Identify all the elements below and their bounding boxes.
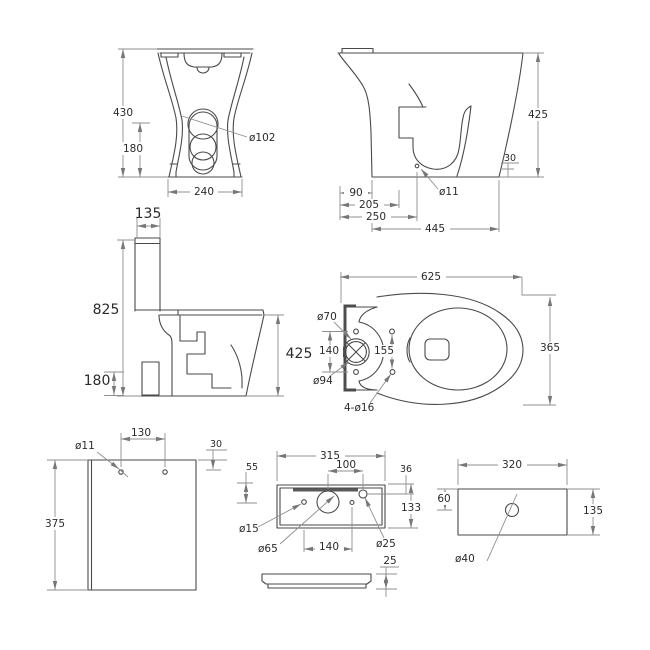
dim-wc-plan-flush-hole: ø70 [317,311,337,323]
dim-wc-plan-bolt-spacing: 140 [319,345,339,357]
dim-cistern-plan-hole15: ø15 [239,523,259,535]
wc-plan-view: 625 365 140 155 ø70 ø94 4-ø16 [313,271,565,414]
dim-cistern-plan-flush-valve: ø65 [258,543,278,555]
dim-cistern-plan-right-offset: 36 [400,464,412,475]
dim-cistern-plan-width: 315 [320,450,340,462]
dim-pan-front-trap-height: 180 [123,143,143,155]
dim-wc-side-cistern-depth: 135 [135,206,162,222]
dim-wc-plan-length: 625 [421,271,441,283]
dim-pan-side-depth: 445 [425,223,445,235]
dim-pan-front-height: 430 [113,107,133,119]
dim-lid-plan-button-offset: 60 [437,493,450,505]
pan-front-view: 430 180 240 ø102 [109,48,275,198]
dim-cistern-front-hole-spacing: 130 [131,427,151,439]
dim-cistern-front-height: 375 [45,518,65,530]
dim-lid-plan-depth: 135 [583,505,603,517]
dim-wc-side-total-height: 825 [93,302,120,318]
dim-pan-side-205: 205 [359,199,379,211]
dim-lid-plan-width: 320 [502,459,522,471]
lid-plan-view: ø40 320 60 135 [431,459,607,565]
dim-pan-front-base-width: 240 [194,186,214,198]
dim-cistern-plan-depth: 133 [401,502,421,514]
wc-side-view: 135 825 180 425 [84,206,313,397]
dim-pan-side-90: 90 [349,187,362,199]
dim-pan-side-height: 425 [528,109,548,121]
dim-cistern-front-hole-dia: ø11 [75,440,95,452]
pan-side-view: 425 30 90 205 250 445 ø11 [213,0,552,235]
dim-wc-plan-seat-hole-spacing: 155 [374,345,394,357]
dim-cistern-plan-inlet: ø25 [376,538,396,550]
dim-wc-plan-flush-flange: ø94 [313,375,333,387]
dim-wc-side-bowl-height: 425 [286,346,313,362]
dim-lid-plan-button-hole: ø40 [455,553,475,565]
dim-pan-side-outlet-height: 30 [504,153,516,164]
cistern-plan-view: 315 100 55 36 133 ø15 ø65 ø25 140 25 [237,450,425,597]
dim-wc-side-plinth-height: 180 [84,373,111,389]
dim-cistern-plan-left-offset: 55 [246,462,258,473]
dim-wc-plan-width: 365 [540,342,560,354]
cistern-front-view: 130 ø11 30 375 [41,427,227,591]
dim-cistern-front-hole-offset: 30 [210,439,222,450]
dim-pan-front-outlet: ø102 [249,132,275,144]
dim-cistern-plan-lid-height: 25 [383,555,396,567]
dim-pan-side-250: 250 [366,211,386,223]
dim-pan-side-fixing-hole: ø11 [439,186,459,198]
dim-cistern-plan-valve-spacing: 100 [336,459,356,471]
dim-cistern-plan-bottom-spacing: 140 [319,541,339,553]
dim-wc-plan-fixing-holes: 4-ø16 [344,402,375,414]
